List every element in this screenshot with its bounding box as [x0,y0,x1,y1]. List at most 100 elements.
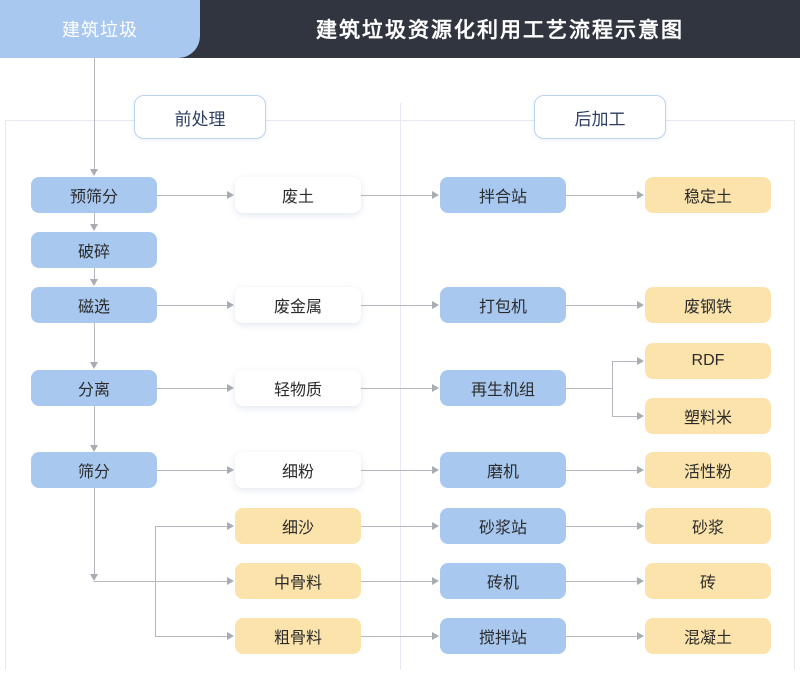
connector-coarse-aggregate-to-concrete-station [361,636,433,637]
arrowhead-screen-to-fine-powder [227,466,234,474]
arrowhead-mixing-station-to-stabilized-soil [637,191,644,199]
node-active-powder[interactable]: 活性粉 [645,452,771,488]
connector-fine-powder-to-mill [361,470,433,471]
connector-magnetic-to-separate [94,323,95,363]
arrowhead-to-fine-sand [227,522,234,530]
arrowhead-magnetic-to-scrap-metal [227,301,234,309]
connector-mixing-station-to-stabilized-soil [566,195,638,196]
node-mill[interactable]: 磨机 [440,452,566,488]
node-concrete-mixing-station[interactable]: 搅拌站 [440,618,566,654]
arrowhead-mortar-station-to-mortar [637,522,644,530]
node-rdf[interactable]: RDF [645,343,771,379]
node-brick-machine[interactable]: 砖机 [440,563,566,599]
arrowhead-to-coarse-aggregate [227,632,234,640]
node-baler[interactable]: 打包机 [440,287,566,323]
connector-baler-to-scrap-steel [566,305,638,306]
node-scrap-steel-label: 废钢铁 [683,299,732,316]
connector-waste-to-prescreen [94,58,95,170]
arrowhead-mill-to-active-powder [637,466,644,474]
node-medium-aggregate[interactable]: 中骨料 [235,563,361,599]
node-crusher-label: 破碎 [77,244,110,261]
node-coarse-aggregate[interactable]: 粗骨料 [235,618,361,654]
connector-scrap-metal-to-baler [361,305,433,306]
connector-concrete-station-to-concrete [566,636,638,637]
node-coarse-aggregate-label: 粗骨料 [273,630,322,647]
connector-aggregate-bracket [155,526,156,637]
section-label-pretreatment: 前处理 [134,95,266,139]
arrowhead-fine-powder-to-mill [432,466,439,474]
arrowhead-medium-aggregate-to-brick-machine [432,577,439,585]
arrowhead-to-plastic-pellets [637,412,644,420]
section-label-pretreatment-text: 前处理 [174,109,226,129]
arrowhead-magnetic-to-separate [90,362,98,369]
node-mortar-station[interactable]: 砂浆站 [440,508,566,544]
arrowhead-separate-to-light-material [227,384,234,392]
arrowhead-waste-soil-to-mixing-station [432,191,439,199]
connector-light-material-to-recycling-unit [361,388,433,389]
connector-magnetic-to-scrap-metal [157,305,228,306]
arrowhead-prescreen-to-waste-soil [227,191,234,199]
node-prescreen-label: 预筛分 [69,189,118,206]
node-prescreen[interactable]: 预筛分 [31,177,157,213]
source-tab-construction-waste[interactable]: 建筑垃圾 [0,0,200,58]
node-stabilized-soil-label: 稳定土 [683,189,732,206]
node-mixing-station[interactable]: 拌合站 [440,177,566,213]
node-fine-powder[interactable]: 细粉 [235,452,361,488]
arrowhead-waste-to-prescreen [90,169,98,176]
diagram-title: 建筑垃圾资源化利用工艺流程示意图 [316,19,684,42]
connector-separate-to-light-material [157,388,228,389]
connector-brick-machine-to-brick [566,581,638,582]
arrowhead-to-rdf [637,357,644,365]
node-separation[interactable]: 分离 [31,370,157,406]
node-mortar[interactable]: 砂浆 [645,508,771,544]
connector-screen-to-fine-powder [157,470,228,471]
node-mortar-label: 砂浆 [691,520,724,537]
node-recycling-unit[interactable]: 再生机组 [440,370,566,406]
connector-screen-trunk-down [94,488,95,576]
node-crusher[interactable]: 破碎 [31,232,157,268]
node-active-powder-label: 活性粉 [683,464,732,481]
node-light-material-label: 轻物质 [273,382,322,399]
node-scrap-steel[interactable]: 废钢铁 [645,287,771,323]
connector-crush-to-magnetic [94,268,95,280]
node-magnetic-separation[interactable]: 磁选 [31,287,157,323]
node-light-material[interactable]: 轻物质 [235,370,361,406]
arrowhead-light-material-to-recycling-unit [432,384,439,392]
node-fine-powder-label: 细粉 [281,464,314,481]
node-fine-sand-label: 细沙 [281,520,314,537]
node-mortar-station-label: 砂浆站 [478,520,527,537]
connector-medium-aggregate-to-brick-machine [361,581,433,582]
node-recycling-unit-label: 再生机组 [470,382,535,399]
node-concrete[interactable]: 混凝土 [645,618,771,654]
connector-branch-to-rdf [612,361,638,362]
node-scrap-metal[interactable]: 废金属 [235,287,361,323]
section-label-postprocessing: 后加工 [534,95,666,139]
connector-prescreen-to-waste-soil [157,195,228,196]
connector-mortar-station-to-mortar [566,526,638,527]
node-screening-label: 筛分 [77,464,110,481]
node-screening[interactable]: 筛分 [31,452,157,488]
arrowhead-concrete-station-to-concrete [637,632,644,640]
node-waste-soil[interactable]: 废土 [235,177,361,213]
node-stabilized-soil[interactable]: 稳定土 [645,177,771,213]
arrowhead-crush-to-magnetic [90,279,98,286]
node-fine-sand[interactable]: 细沙 [235,508,361,544]
node-baler-label: 打包机 [478,299,527,316]
connector-separate-to-screen [94,406,95,446]
connector-mill-to-active-powder [566,470,638,471]
node-brick-machine-label: 砖机 [486,575,519,592]
arrowhead-baler-to-scrap-steel [637,301,644,309]
node-medium-aggregate-label: 中骨料 [273,575,322,592]
arrowhead-fine-sand-to-mortar-station [432,522,439,530]
connector-bracket-to-coarse-aggregate [155,636,228,637]
node-plastic-pellets[interactable]: 塑料米 [645,398,771,434]
arrowhead-screen-trunk-down [90,574,98,581]
node-brick[interactable]: 砖 [645,563,771,599]
connector-recycling-unit-stem [566,388,613,389]
node-concrete-mixing-station-label: 搅拌站 [478,630,527,647]
connector-branch-to-plastic-pellets [612,416,638,417]
connector-bracket-to-fine-sand [155,526,228,527]
node-scrap-metal-label: 废金属 [273,299,322,316]
node-brick-label: 砖 [699,575,716,592]
